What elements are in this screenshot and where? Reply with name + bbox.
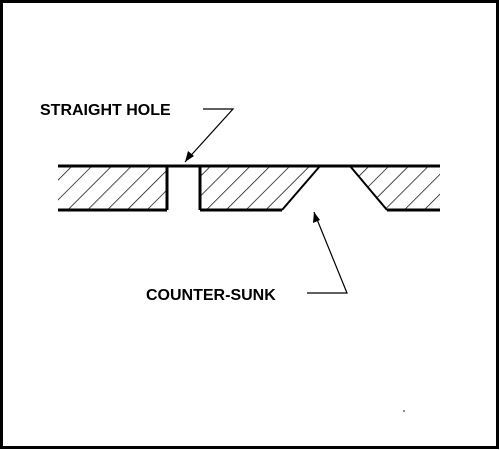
stray-mark — [403, 410, 405, 412]
plate-left-section — [58, 166, 167, 210]
countersunk-right-wall — [349, 165, 388, 211]
countersunk-left-wall — [281, 165, 321, 211]
plate-middle-section — [200, 166, 320, 210]
straight-hole-label: STRAIGHT HOLE — [40, 102, 171, 119]
countersunk-arrowhead — [313, 212, 320, 223]
plate-outline — [58, 164, 440, 212]
straight-hole-arrowhead — [185, 151, 194, 162]
straight-hole-leader — [184, 108, 235, 163]
plate-right-section — [350, 166, 440, 210]
counter-sunk-label: COUNTER-SUNK — [146, 287, 276, 304]
countersunk-leader — [307, 211, 348, 294]
